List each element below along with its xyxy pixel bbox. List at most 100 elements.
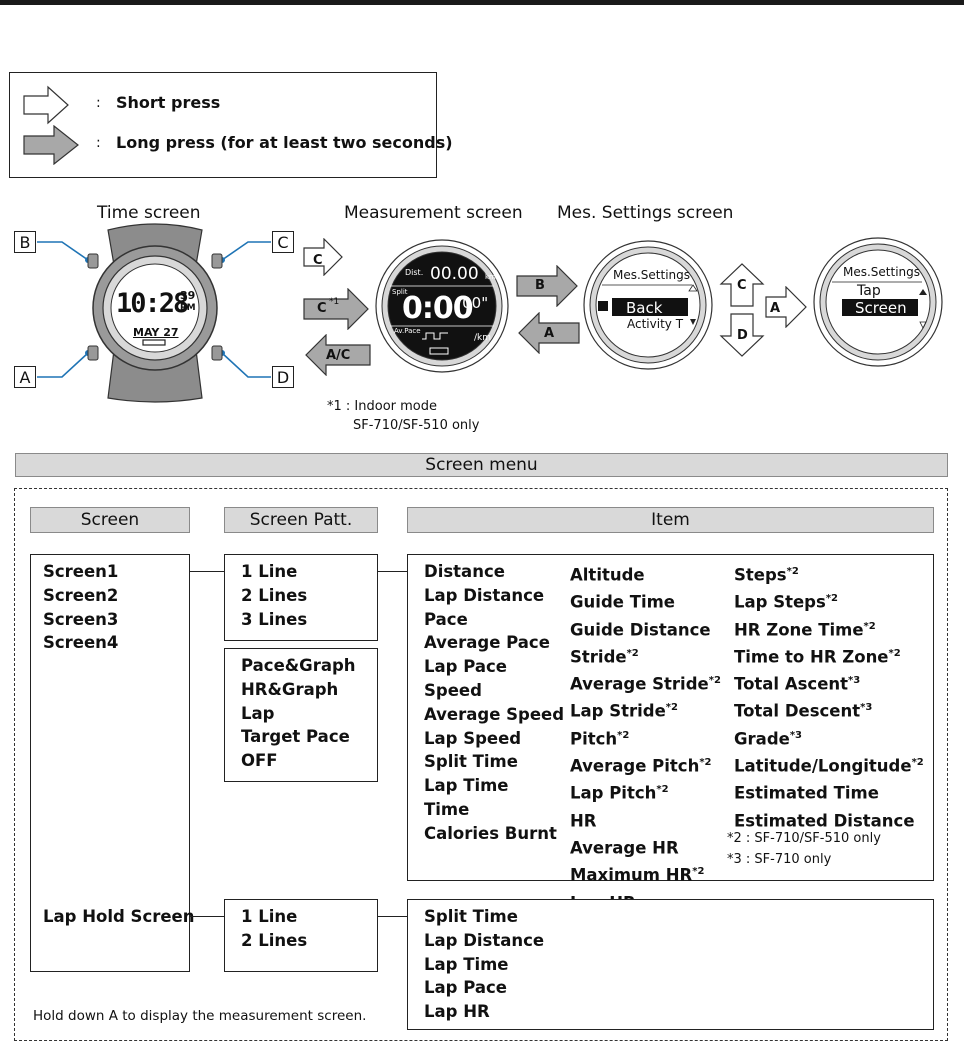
items-column-3: Steps*2 Lap Steps*2 HR Zone Time*2 Time … bbox=[734, 560, 924, 833]
item-text: Guide Time bbox=[570, 592, 675, 612]
item-note: *3 bbox=[848, 675, 861, 687]
column-header-item: Item bbox=[407, 507, 934, 533]
item-note: *2 bbox=[911, 757, 924, 769]
pattern-item: OFF bbox=[241, 751, 278, 771]
c-long-arrow-label: C bbox=[317, 301, 327, 316]
item-note: *2 bbox=[626, 647, 639, 659]
pattern-item: Pace&Graph bbox=[241, 656, 356, 675]
item-text: Grade bbox=[734, 729, 790, 749]
item-entry: Pitch*2 bbox=[570, 724, 721, 751]
item-text: Maximum HR bbox=[570, 865, 693, 885]
item-entry: Estimated Distance bbox=[734, 806, 924, 833]
settings1-next: Activity T bbox=[627, 317, 684, 331]
footnote-2: *2 : SF-710/SF-510 only bbox=[727, 831, 881, 846]
pattern-item: Target Pace bbox=[241, 727, 350, 747]
lap-patterns-box bbox=[224, 899, 378, 972]
pattern-item: Lap bbox=[241, 703, 275, 723]
meas-dist-value: 00.00 bbox=[430, 264, 479, 284]
item-note: *2 bbox=[692, 866, 705, 878]
item-note: *2 bbox=[863, 620, 876, 632]
pattern-item: 3 Lines bbox=[241, 609, 308, 629]
meas-dist-label: Dist. bbox=[405, 268, 424, 277]
pattern-item: 1 Line bbox=[241, 907, 298, 926]
item-text: Average Stride bbox=[570, 674, 709, 694]
item-text: Estimated Distance bbox=[734, 811, 915, 831]
patterns-box-graph bbox=[224, 648, 378, 782]
item-entry: Lap Stride*2 bbox=[570, 696, 721, 723]
button-a-label: A bbox=[14, 366, 36, 388]
item-text: HR Zone Time bbox=[734, 620, 864, 640]
button-b-label: B bbox=[14, 231, 36, 253]
lap-item: Lap Distance bbox=[424, 930, 545, 950]
item-text: Steps bbox=[734, 565, 787, 585]
lap-patterns-list: 1 Line 2 Lines bbox=[241, 905, 307, 953]
item-entry: Time bbox=[424, 799, 470, 819]
meas-split-sub: '00" bbox=[458, 294, 489, 312]
b-long-arrow-label: B bbox=[535, 278, 545, 293]
button-d-label: D bbox=[272, 366, 294, 388]
connector-lap-patt-to-item bbox=[378, 916, 407, 917]
settings2-title: Mes.Settings bbox=[843, 265, 921, 279]
item-entry: Average Stride*2 bbox=[570, 669, 721, 696]
item-text: Altitude bbox=[570, 565, 645, 585]
item-text: Total Ascent bbox=[734, 674, 849, 694]
item-note: *2 bbox=[656, 784, 669, 796]
screen-menu-container bbox=[14, 488, 948, 1041]
item-entry: Lap Speed bbox=[424, 728, 522, 748]
item-note: *2 bbox=[888, 647, 901, 659]
item-entry: Lap Time bbox=[424, 776, 509, 796]
item-note: *2 bbox=[699, 757, 712, 769]
a-long-arrow-icon bbox=[518, 312, 580, 354]
item-entry: Average HR bbox=[570, 833, 721, 860]
item-text: Guide Distance bbox=[570, 620, 711, 640]
screen-item: Screen4 bbox=[43, 633, 119, 653]
footnote-1-line2: SF-710/SF-510 only bbox=[353, 418, 480, 433]
pattern-item: HR&Graph bbox=[241, 679, 339, 699]
item-entry: Distance bbox=[424, 562, 505, 581]
item-text: Lap Stride bbox=[570, 701, 666, 721]
legend-short-press: : Short press bbox=[10, 85, 430, 125]
screen-menu-header: Screen menu bbox=[15, 453, 948, 477]
legend-colon: : bbox=[96, 135, 101, 151]
settings-watch-face-1 bbox=[583, 240, 713, 370]
item-note: *2 bbox=[825, 593, 838, 605]
item-text: Time to HR Zone bbox=[734, 647, 889, 667]
item-entry: Calories Burnt bbox=[424, 823, 557, 843]
measurement-screen-title: Measurement screen bbox=[344, 203, 523, 223]
meas-dist-unit: km bbox=[485, 273, 496, 281]
lap-items-box bbox=[407, 899, 934, 1030]
settings1-selected: Back bbox=[626, 299, 663, 317]
item-entry: HR Zone Time*2 bbox=[734, 615, 924, 642]
ac-long-arrow-icon bbox=[305, 334, 371, 376]
pattern-item: 1 Line bbox=[241, 562, 298, 581]
item-entry: Lap Pitch*2 bbox=[570, 778, 721, 805]
screen-list-box bbox=[30, 554, 190, 972]
meas-pace-unit: /km bbox=[474, 333, 492, 343]
item-note: *2 bbox=[665, 702, 678, 714]
item-text: HR bbox=[570, 811, 597, 831]
hold-down-note: Hold down A to display the measurement s… bbox=[33, 1008, 367, 1024]
up-c-arrow-label: C bbox=[737, 278, 747, 293]
up-c-arrow-icon bbox=[719, 263, 765, 307]
press-legend: : Short press : Long press (for at least… bbox=[9, 72, 453, 178]
b-long-arrow-icon bbox=[516, 265, 578, 307]
lap-item: Split Time bbox=[424, 907, 518, 926]
footnote-1-line1: *1 : Indoor mode bbox=[327, 399, 437, 414]
meas-split-value: 0:00 bbox=[402, 291, 474, 326]
c-short-arrow-icon bbox=[303, 238, 343, 276]
down-d-arrow-label: D bbox=[737, 328, 748, 343]
lap-item: Lap Pace bbox=[424, 978, 507, 998]
down-d-arrow-icon bbox=[719, 313, 765, 357]
item-entry: Maximum HR*2 bbox=[570, 860, 721, 887]
footnote-3: *3 : SF-710 only bbox=[727, 852, 832, 867]
items-box bbox=[407, 554, 934, 881]
c-long-arrow-icon bbox=[303, 288, 369, 330]
watch-seconds: 39 bbox=[180, 289, 196, 302]
settings2-selected: Screen bbox=[855, 299, 907, 317]
time-screen-title: Time screen bbox=[97, 203, 201, 223]
screen-list: Screen1 Screen2 Screen3 Screen4 bbox=[43, 560, 118, 655]
items-column-2: Altitude Guide Time Guide Distance Strid… bbox=[570, 560, 721, 915]
c-long-arrow-note: *1 bbox=[329, 297, 340, 307]
column-header-screen-patt: Screen Patt. bbox=[224, 507, 378, 533]
meas-pace-label: Av.Pace bbox=[394, 327, 421, 335]
